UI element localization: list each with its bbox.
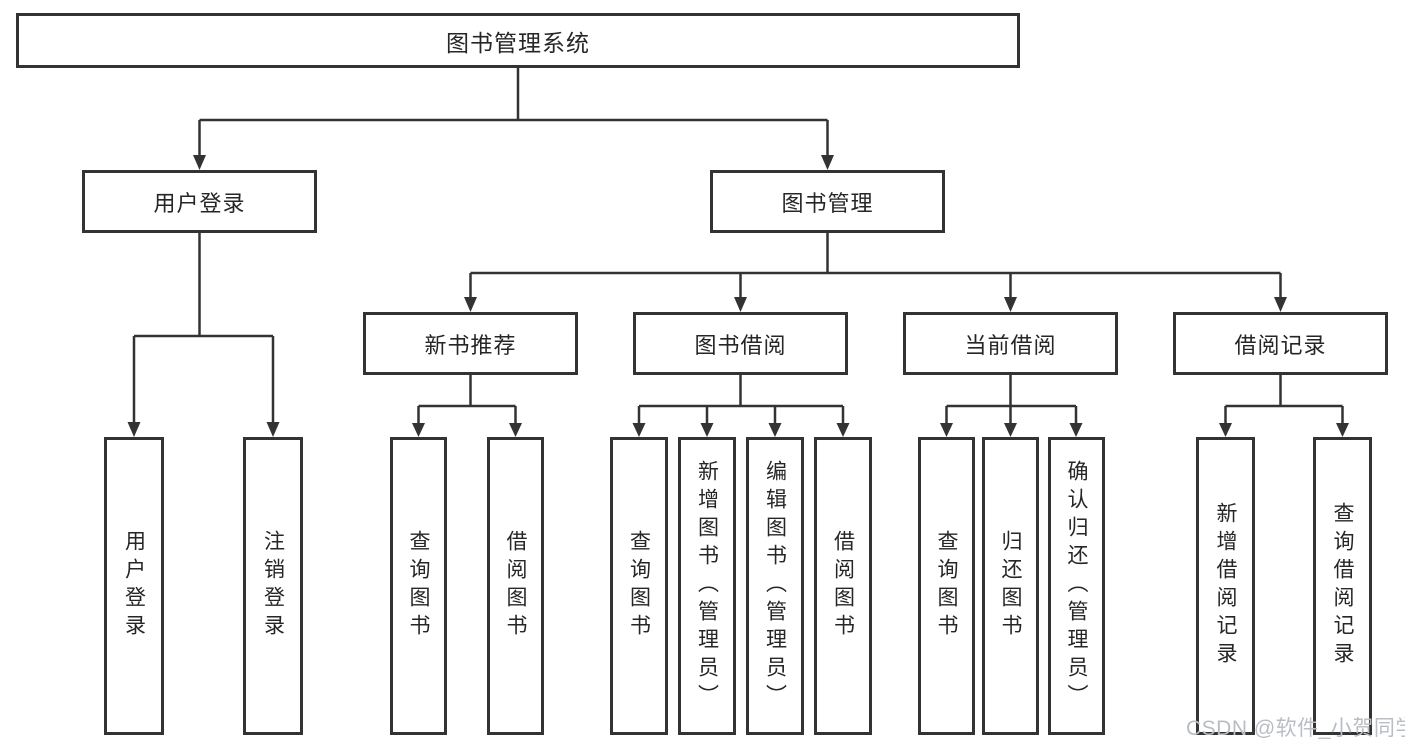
leaf-return-books: 归还图书: [982, 437, 1039, 735]
leaf-add-books-admin: 新增图书（管理员）: [678, 437, 736, 735]
node-new-book-recommendation: 新书推荐: [363, 312, 578, 375]
node-user-login: 用户登录: [82, 170, 317, 233]
node-root: 图书管理系统: [16, 13, 1020, 68]
leaf-logout: 注销登录: [243, 437, 303, 735]
leaf-edit-books-admin: 编辑图书（管理员）: [746, 437, 804, 735]
leaf-borrow-books-borrowing: 借阅图书: [814, 437, 872, 735]
csdn-watermark: CSDN @软件_小贺同学: [1186, 717, 1405, 740]
leaf-borrow-books-recommend: 借阅图书: [487, 437, 544, 735]
leaf-query-borrow-record: 查询借阅记录: [1313, 437, 1372, 735]
node-current-borrowing: 当前借阅: [903, 312, 1118, 375]
leaf-query-books-current: 查询图书: [918, 437, 975, 735]
node-book-borrowing: 图书借阅: [633, 312, 848, 375]
leaf-query-books-borrowing: 查询图书: [610, 437, 668, 735]
leaf-user-login: 用户登录: [104, 437, 164, 735]
node-book-management: 图书管理: [710, 170, 945, 233]
node-borrowing-records: 借阅记录: [1173, 312, 1388, 375]
leaf-add-borrow-record: 新增借阅记录: [1196, 437, 1255, 735]
leaf-confirm-return-admin: 确认归还（管理员）: [1048, 437, 1105, 735]
leaf-query-books-recommend: 查询图书: [390, 437, 447, 735]
